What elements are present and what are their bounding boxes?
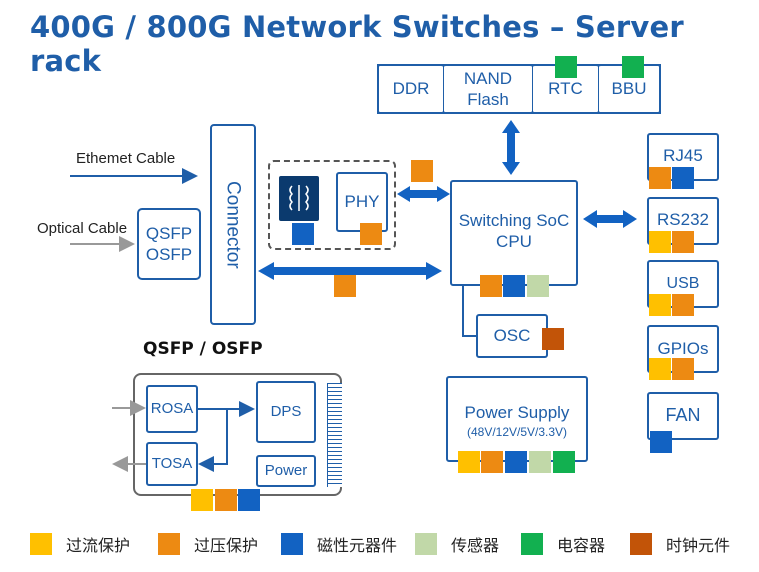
psu-overcurrent-marker bbox=[458, 451, 480, 473]
legend-capacitor: 电容器 bbox=[521, 532, 605, 556]
psu-overvoltage-marker bbox=[481, 451, 503, 473]
legend-label: 过流保护 bbox=[66, 536, 131, 555]
rs232-port: RS232 bbox=[647, 197, 719, 245]
module-power-box: Power bbox=[256, 455, 316, 487]
module-heading: QSFP / OSFP bbox=[143, 339, 263, 359]
rj45-magnetic-marker bbox=[672, 167, 694, 189]
psu-sensor-marker bbox=[529, 451, 551, 473]
legend-swatch bbox=[281, 533, 303, 555]
connector-soc-bus-arrow bbox=[258, 262, 442, 280]
legend-swatch bbox=[521, 533, 543, 555]
soc-overvoltage-marker bbox=[480, 275, 502, 297]
power-supply-box: Power Supply (48V/12V/5V/3.3V) bbox=[446, 376, 588, 462]
osc-clock-marker bbox=[542, 328, 564, 350]
nand-flash-box: NAND Flash bbox=[443, 64, 533, 114]
page-title: 400G / 800G Network Switches – Server ra… bbox=[30, 10, 684, 78]
soc-label: Switching SoC CPU bbox=[458, 211, 570, 252]
phy-label: PHY bbox=[344, 192, 380, 212]
legend-label: 磁性元器件 bbox=[317, 536, 398, 555]
legend-magnetic: 磁性元器件 bbox=[281, 532, 397, 556]
phy-overvoltage-marker bbox=[360, 223, 382, 245]
tosa-box: TOSA bbox=[146, 442, 198, 486]
legend-swatch bbox=[158, 533, 180, 555]
legend-swatch bbox=[30, 533, 52, 555]
ddr-box: DDR bbox=[377, 64, 444, 114]
gpio-label: GPIOs bbox=[657, 339, 709, 358]
rosa-label: ROSA bbox=[150, 399, 194, 417]
rosa-box: ROSA bbox=[146, 385, 198, 433]
power-supply-title: Power Supply bbox=[464, 403, 570, 422]
bbu-capacitor-marker bbox=[622, 56, 644, 78]
phy-group bbox=[268, 160, 396, 250]
rj45-overvoltage-marker bbox=[649, 167, 671, 189]
gpio-overvoltage-marker bbox=[672, 358, 694, 380]
rs232-overvoltage-marker bbox=[672, 231, 694, 253]
legend-label: 传感器 bbox=[451, 536, 500, 555]
connector-box: Connector bbox=[210, 124, 256, 325]
gpio-overcurrent-marker bbox=[649, 358, 671, 380]
module-power-label: Power bbox=[264, 461, 308, 479]
rs232-overcurrent-marker bbox=[649, 231, 671, 253]
psu-capacitor-marker bbox=[553, 451, 575, 473]
rtc-capacitor-marker bbox=[555, 56, 577, 78]
fan-magnetic-marker bbox=[650, 431, 672, 453]
usb-overcurrent-marker bbox=[649, 294, 671, 316]
legend-label: 过压保护 bbox=[194, 536, 259, 555]
phy-link-overvoltage-marker bbox=[411, 160, 433, 182]
fan-label: FAN bbox=[665, 405, 701, 425]
nand-flash-label: NAND Flash bbox=[463, 68, 513, 109]
rs232-label: RS232 bbox=[657, 210, 709, 229]
connector-link-overvoltage-marker bbox=[334, 275, 356, 297]
tosa-label: TOSA bbox=[151, 454, 193, 472]
ethernet-cable-label: Ethemet Cable bbox=[76, 150, 176, 167]
legend-label: 电容器 bbox=[557, 536, 606, 555]
legend-overvoltage: 过压保护 bbox=[158, 532, 258, 556]
usb-label: USB bbox=[666, 275, 700, 292]
dps-box: DPS bbox=[256, 381, 316, 443]
usb-overvoltage-marker bbox=[672, 294, 694, 316]
dps-tosa-arrow bbox=[198, 409, 228, 472]
legend-swatch bbox=[630, 533, 652, 555]
module-overcurrent-marker bbox=[191, 489, 213, 511]
rtc-label: RTC bbox=[548, 79, 583, 99]
legend-overcurrent: 过流保护 bbox=[30, 532, 130, 556]
phy-soc-arrow bbox=[397, 186, 450, 202]
legend-clock: 时钟元件 bbox=[630, 532, 730, 556]
module-overvoltage-marker bbox=[215, 489, 237, 511]
legend-label: 时钟元件 bbox=[666, 536, 731, 555]
memory-soc-arrow bbox=[502, 120, 520, 175]
dps-label: DPS bbox=[270, 402, 302, 420]
ddr-label: DDR bbox=[392, 79, 430, 99]
legend-sensor: 传感器 bbox=[415, 532, 499, 556]
switching-soc-cpu-box: Switching SoC CPU bbox=[450, 180, 578, 286]
soc-ports-arrow bbox=[583, 210, 637, 228]
optical-cable-label: Optical Cable bbox=[37, 220, 128, 237]
osc-label: OSC bbox=[493, 326, 531, 346]
soc-sensor-marker bbox=[527, 275, 549, 297]
osc-box: OSC bbox=[476, 314, 548, 358]
power-supply-rails: (48V/12V/5V/3.3V) bbox=[466, 425, 568, 440]
rj45-label: RJ45 bbox=[663, 146, 703, 165]
qsfp-osfp-label: QSFP OSFP bbox=[145, 223, 193, 264]
transformer-magnetic-marker bbox=[292, 223, 314, 245]
module-magnetic-marker bbox=[238, 489, 260, 511]
legend-swatch bbox=[415, 533, 437, 555]
module-heatsink bbox=[327, 383, 342, 487]
phy-box: PHY bbox=[336, 172, 388, 232]
qsfp-osfp-port: QSFP OSFP bbox=[137, 208, 201, 280]
soc-osc-line bbox=[462, 286, 476, 337]
bbu-label: BBU bbox=[611, 79, 647, 99]
psu-magnetic-marker bbox=[505, 451, 527, 473]
transformer-icon bbox=[289, 185, 309, 211]
soc-magnetic-marker bbox=[503, 275, 525, 297]
